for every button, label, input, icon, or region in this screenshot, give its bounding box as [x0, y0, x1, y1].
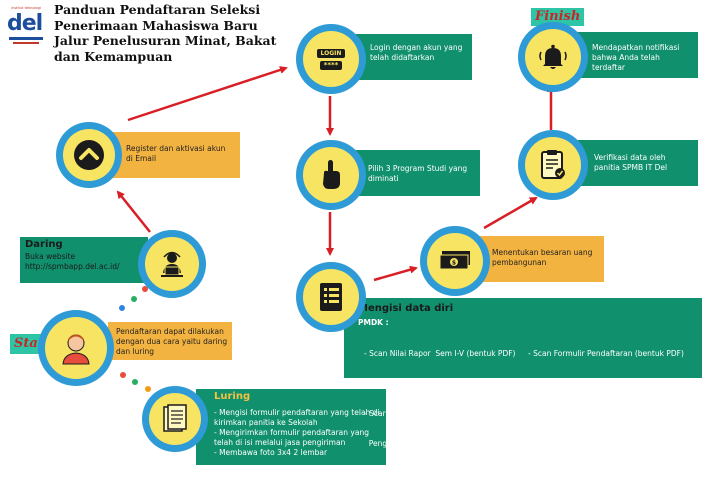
- register-circle: [56, 122, 122, 188]
- mengisi-item: - Scan Sertifikat Piagam: [364, 409, 454, 418]
- luring-item: - Mengirimkan formulir pendaftaran yang …: [214, 428, 369, 447]
- person-icon: [45, 317, 107, 379]
- bell-icon: [525, 29, 581, 85]
- pilih-text: Pilih 3 Program Studi yang diminati: [368, 164, 468, 183]
- title-line-1: Panduan Pendaftaran Seleksi: [54, 2, 261, 17]
- mengisi-columns: - Scan Nilai Rapor Sem I-V (bentuk PDF) …: [358, 329, 694, 469]
- mengisi-item: - Scan Nilai Rapor Sem I-V (bentuk PDF): [364, 349, 516, 358]
- title-line-4: dan Kemampuan: [54, 48, 173, 64]
- luring-title: Luring: [214, 391, 251, 402]
- document-icon: [149, 393, 201, 445]
- login-circle: LOGIN ****: [296, 24, 366, 94]
- logo-caption: institut teknologi: [11, 6, 41, 10]
- title-line-3: Jalur Penelusuran Minat, Bakat: [54, 33, 277, 48]
- connector-dot: [120, 372, 126, 378]
- money-icon: $: [427, 233, 483, 289]
- logo-bar: [9, 37, 43, 40]
- finish-tag: Finish: [531, 8, 585, 26]
- connector-dot: [142, 286, 148, 292]
- title-line-2: Penerimaan Mahasiswa Baru: [54, 17, 258, 33]
- bayar-text: Menentukan besaran uang pembangunan: [492, 248, 593, 267]
- chevron-up-icon: [63, 129, 115, 181]
- mengisi-left-list: - Scan Nilai Rapor Sem I-V (bentuk PDF) …: [358, 329, 528, 469]
- clipboard-check-icon: [525, 137, 581, 193]
- daring-text-2: http://spmbapp.del.ac.id/: [25, 262, 120, 271]
- notifikasi-circle: [518, 22, 588, 92]
- luring-item: - Membawa foto 3x4 2 lembar: [214, 448, 328, 457]
- mengisi-item: - Scan Surat Rekomendasi Kepala Sekolah: [528, 379, 686, 388]
- daring-circle: [138, 230, 206, 298]
- login-icon-label: LOGIN: [320, 49, 342, 57]
- password-icon-label: ****: [323, 60, 339, 69]
- mengisi-item: - Scan Akta Lahir (bentuk PDF): [364, 379, 480, 388]
- verifikasi-circle: [518, 130, 588, 200]
- svg-text:$: $: [452, 260, 456, 267]
- login-icon: LOGIN ****: [303, 31, 359, 87]
- pilih-circle: [296, 140, 366, 210]
- verifikasi-text: Verifikasi data oleh panitia SPMB IT Del: [594, 153, 668, 172]
- daring-box: Daring Buka website http://spmbapp.del.a…: [20, 237, 148, 283]
- logo-word: del: [7, 11, 43, 36]
- mengisi-subtitle: PMDK :: [358, 318, 389, 327]
- arrow-mengisi-to-bayar: [373, 265, 418, 282]
- luring-box: Luring - Mengisi formulir pendaftaran ya…: [196, 389, 386, 465]
- institution-logo: institut teknologi del: [4, 4, 48, 48]
- mengisi-item: - Scan Formulir Pendaftaran (bentuk PDF): [528, 349, 684, 358]
- luring-item: - Mengisi formulir pendaftaran yang tela…: [214, 408, 380, 427]
- luring-circle: [142, 386, 208, 452]
- connector-dot: [145, 386, 151, 392]
- bayar-circle: $: [420, 226, 490, 296]
- connector-dot: [119, 305, 125, 311]
- arrow-daring-to-register: [116, 190, 151, 233]
- mengisi-box: Mengisi data diri PMDK : - Scan Nilai Ra…: [344, 298, 702, 448]
- mengisi-circle: [296, 262, 366, 332]
- mengisi-item: - Foto 3x4 (size max 1MB): [528, 439, 626, 448]
- daring-text-1: Buka website: [25, 252, 76, 261]
- register-text: Register dan aktivasi akun di Email: [126, 144, 226, 163]
- start-text-box: Pendaftaran dapat dilakukan dengan dua c…: [108, 322, 232, 360]
- mengisi-right-list: - Scan Formulir Pendaftaran (bentuk PDF)…: [528, 329, 694, 469]
- computer-user-icon: [145, 237, 199, 291]
- hand-pointer-icon: [303, 147, 359, 203]
- notifikasi-text: Mendapatkan notifikasi bahwa Anda telah …: [592, 43, 680, 72]
- login-text: Login dengan akun yang telah didaftarkan: [370, 43, 463, 62]
- form-list-icon: [303, 269, 359, 325]
- mengisi-item: (bentuk PDF): [528, 409, 582, 418]
- mengisi-item: Pengahargaan (bentuk PDF): [364, 439, 475, 448]
- daring-title: Daring: [25, 239, 63, 250]
- login-icon-field: LOGIN: [316, 48, 346, 58]
- page-title: Panduan Pendaftaran Seleksi Penerimaan M…: [54, 2, 294, 64]
- connector-dot: [132, 379, 138, 385]
- logo-bar-accent: [13, 42, 39, 44]
- start-text: Pendaftaran dapat dilakukan dengan dua c…: [116, 327, 228, 356]
- luring-list: - Mengisi formulir pendaftaran yang tela…: [214, 408, 380, 458]
- arrow-bayar-to-verifikasi: [483, 196, 538, 230]
- connector-dot: [131, 296, 137, 302]
- password-icon-field: ****: [319, 60, 343, 70]
- start-circle: [38, 310, 114, 386]
- mengisi-title: Mengisi data diri: [358, 303, 454, 314]
- arrow-register-to-login: [127, 66, 288, 122]
